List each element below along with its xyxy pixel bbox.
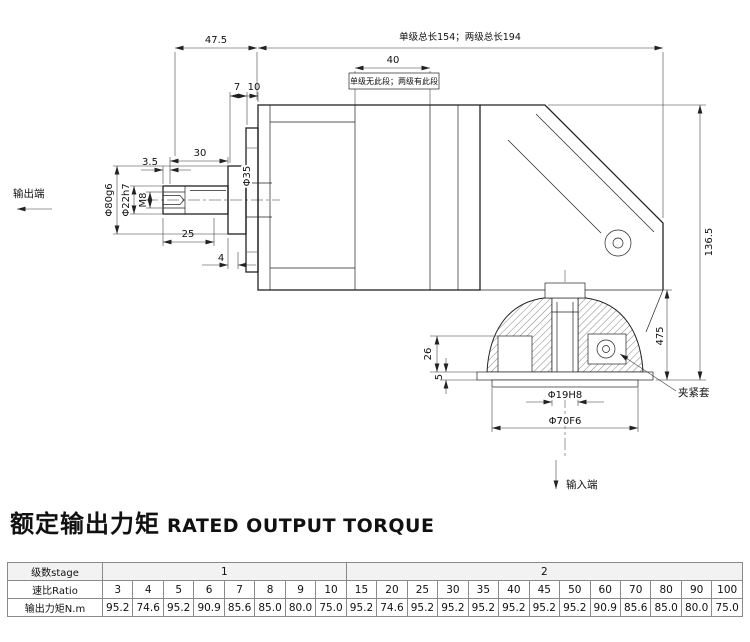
torque-cell: 75.0 [711,598,743,617]
dim-3-5-label: 3.5 [142,157,158,168]
input-housing [476,282,654,388]
dimension-annotations: 47.5 单级总长154；两级总长194 40 单级无此段；两级有此段 7 10… [104,31,715,432]
ratio-row: 速比Ratio 3 4 5 6 7 8 9 10 15 20 25 30 35 … [7,580,743,599]
dim-40-label: 40 [387,55,400,66]
dim-30-label: 30 [194,148,207,159]
ratio-cell: 80 [650,580,682,599]
ratio-cell: 40 [498,580,530,599]
torque-cell: 90.9 [193,598,225,617]
torque-cell: 74.6 [376,598,408,617]
dim-136-5-label: 136.5 [704,228,715,257]
stage-segment-note-box [348,72,440,90]
section-title: 额定输出力矩 RATED OUTPUT TORQUE [10,504,434,539]
torque-cell: 80.0 [680,598,713,617]
torque-cell: 95.2 [101,598,134,617]
input-bore [551,297,579,373]
ratio-cell: 90 [680,580,713,599]
ratio-cell: 35 [467,580,500,599]
dim-26-label: 26 [423,348,434,361]
clamp-sleeve-label: 夹紧套 [678,386,710,399]
dim-dia35-label: Φ35 [242,166,253,187]
clamp-sleeve-top [544,282,586,299]
torque-cell: 95.2 [162,598,195,617]
stage2-span-cell: 2 [345,562,744,581]
stage-segment-note: 单级无此段；两级有此段 [350,76,438,86]
dim-4-label: 4 [218,253,224,264]
dim-dia70-label: Φ70F6 [549,416,582,427]
stage-row: 级数stage 1 2 [7,562,744,581]
ratio-cell: 7 [223,580,256,599]
row-header-torque: 输出力矩N.m [7,598,103,617]
torque-cell: 95.2 [406,598,439,617]
input-end-label: 输入端 [566,478,598,491]
dim-10-label: 10 [248,82,261,93]
dim-25-label: 25 [182,229,195,240]
ratio-cell: 4 [132,580,164,599]
ratio-cell: 100 [711,580,743,599]
ratio-cell: 50 [559,580,591,599]
ratio-cell: 30 [437,580,469,599]
ratio-cell: 10 [315,580,347,599]
torque-cell: 95.2 [559,598,591,617]
ratio-cell: 20 [376,580,408,599]
ratio-cell: 8 [254,580,286,599]
torque-cell: 90.9 [589,598,621,617]
gearbox-body [227,104,481,291]
dim-475-label: 475 [655,326,666,345]
bottom-flange [476,371,654,381]
output-end-label: 输出端 [13,187,45,200]
torque-cell: 95.2 [498,598,530,617]
torque-cell: 85.0 [254,598,286,617]
torque-cell: 85.0 [650,598,682,617]
torque-cell: 85.6 [223,598,256,617]
ratio-cell: 45 [528,580,561,599]
dim-dia80-label: Φ80g6 [104,183,115,216]
ratio-cell: 60 [589,580,621,599]
technical-drawing: 47.5 单级总长154；两级总长194 40 单级无此段；两级有此段 7 10… [13,31,715,491]
ratio-cell: 5 [162,580,195,599]
torque-cell: 95.2 [528,598,561,617]
torque-table: 级数stage 1 2 速比Ratio 3 4 5 6 7 8 9 10 15 … [7,562,744,617]
torque-cell: 95.2 [467,598,500,617]
ratio-cell: 70 [619,580,652,599]
stage1-span-cell: 1 [102,562,347,581]
dim-m8-label: M8 [138,193,149,208]
torque-cell: 95.2 [345,598,378,617]
dim-47-5-label: 47.5 [205,35,227,46]
section-title-en: RATED OUTPUT TORQUE [167,515,435,537]
row-header-stage: 级数stage [7,562,103,581]
torque-row: 输出力矩N.m 95.2 74.6 95.2 90.9 85.6 85.0 80… [7,598,743,617]
bearing-pocket-left [497,335,533,373]
total-length-note: 单级总长154；两级总长194 [399,31,521,43]
torque-cell: 74.6 [132,598,164,617]
flange-spigot [491,379,639,388]
torque-cell: 95.2 [437,598,469,617]
dim-7-label: 7 [234,82,240,93]
clamp-screw [596,339,616,359]
ratio-cell: 3 [101,580,134,599]
bearing-boss [604,229,632,257]
port-labels: 输出端 输入端 [13,187,598,491]
ratio-cell: 9 [284,580,317,599]
torque-cell: 80.0 [284,598,317,617]
section-title-zh: 额定输出力矩 [10,510,160,538]
torque-cell: 85.6 [619,598,652,617]
dim-dia19-label: Φ19H8 [548,390,582,401]
dim-5-label: 5 [434,374,445,380]
torque-cell: 75.0 [315,598,347,617]
ratio-cell: 6 [193,580,225,599]
row-header-ratio: 速比Ratio [7,580,103,599]
ratio-cell: 25 [406,580,439,599]
dim-dia22-label: Φ22h7 [121,183,132,216]
ratio-cell: 15 [345,580,378,599]
